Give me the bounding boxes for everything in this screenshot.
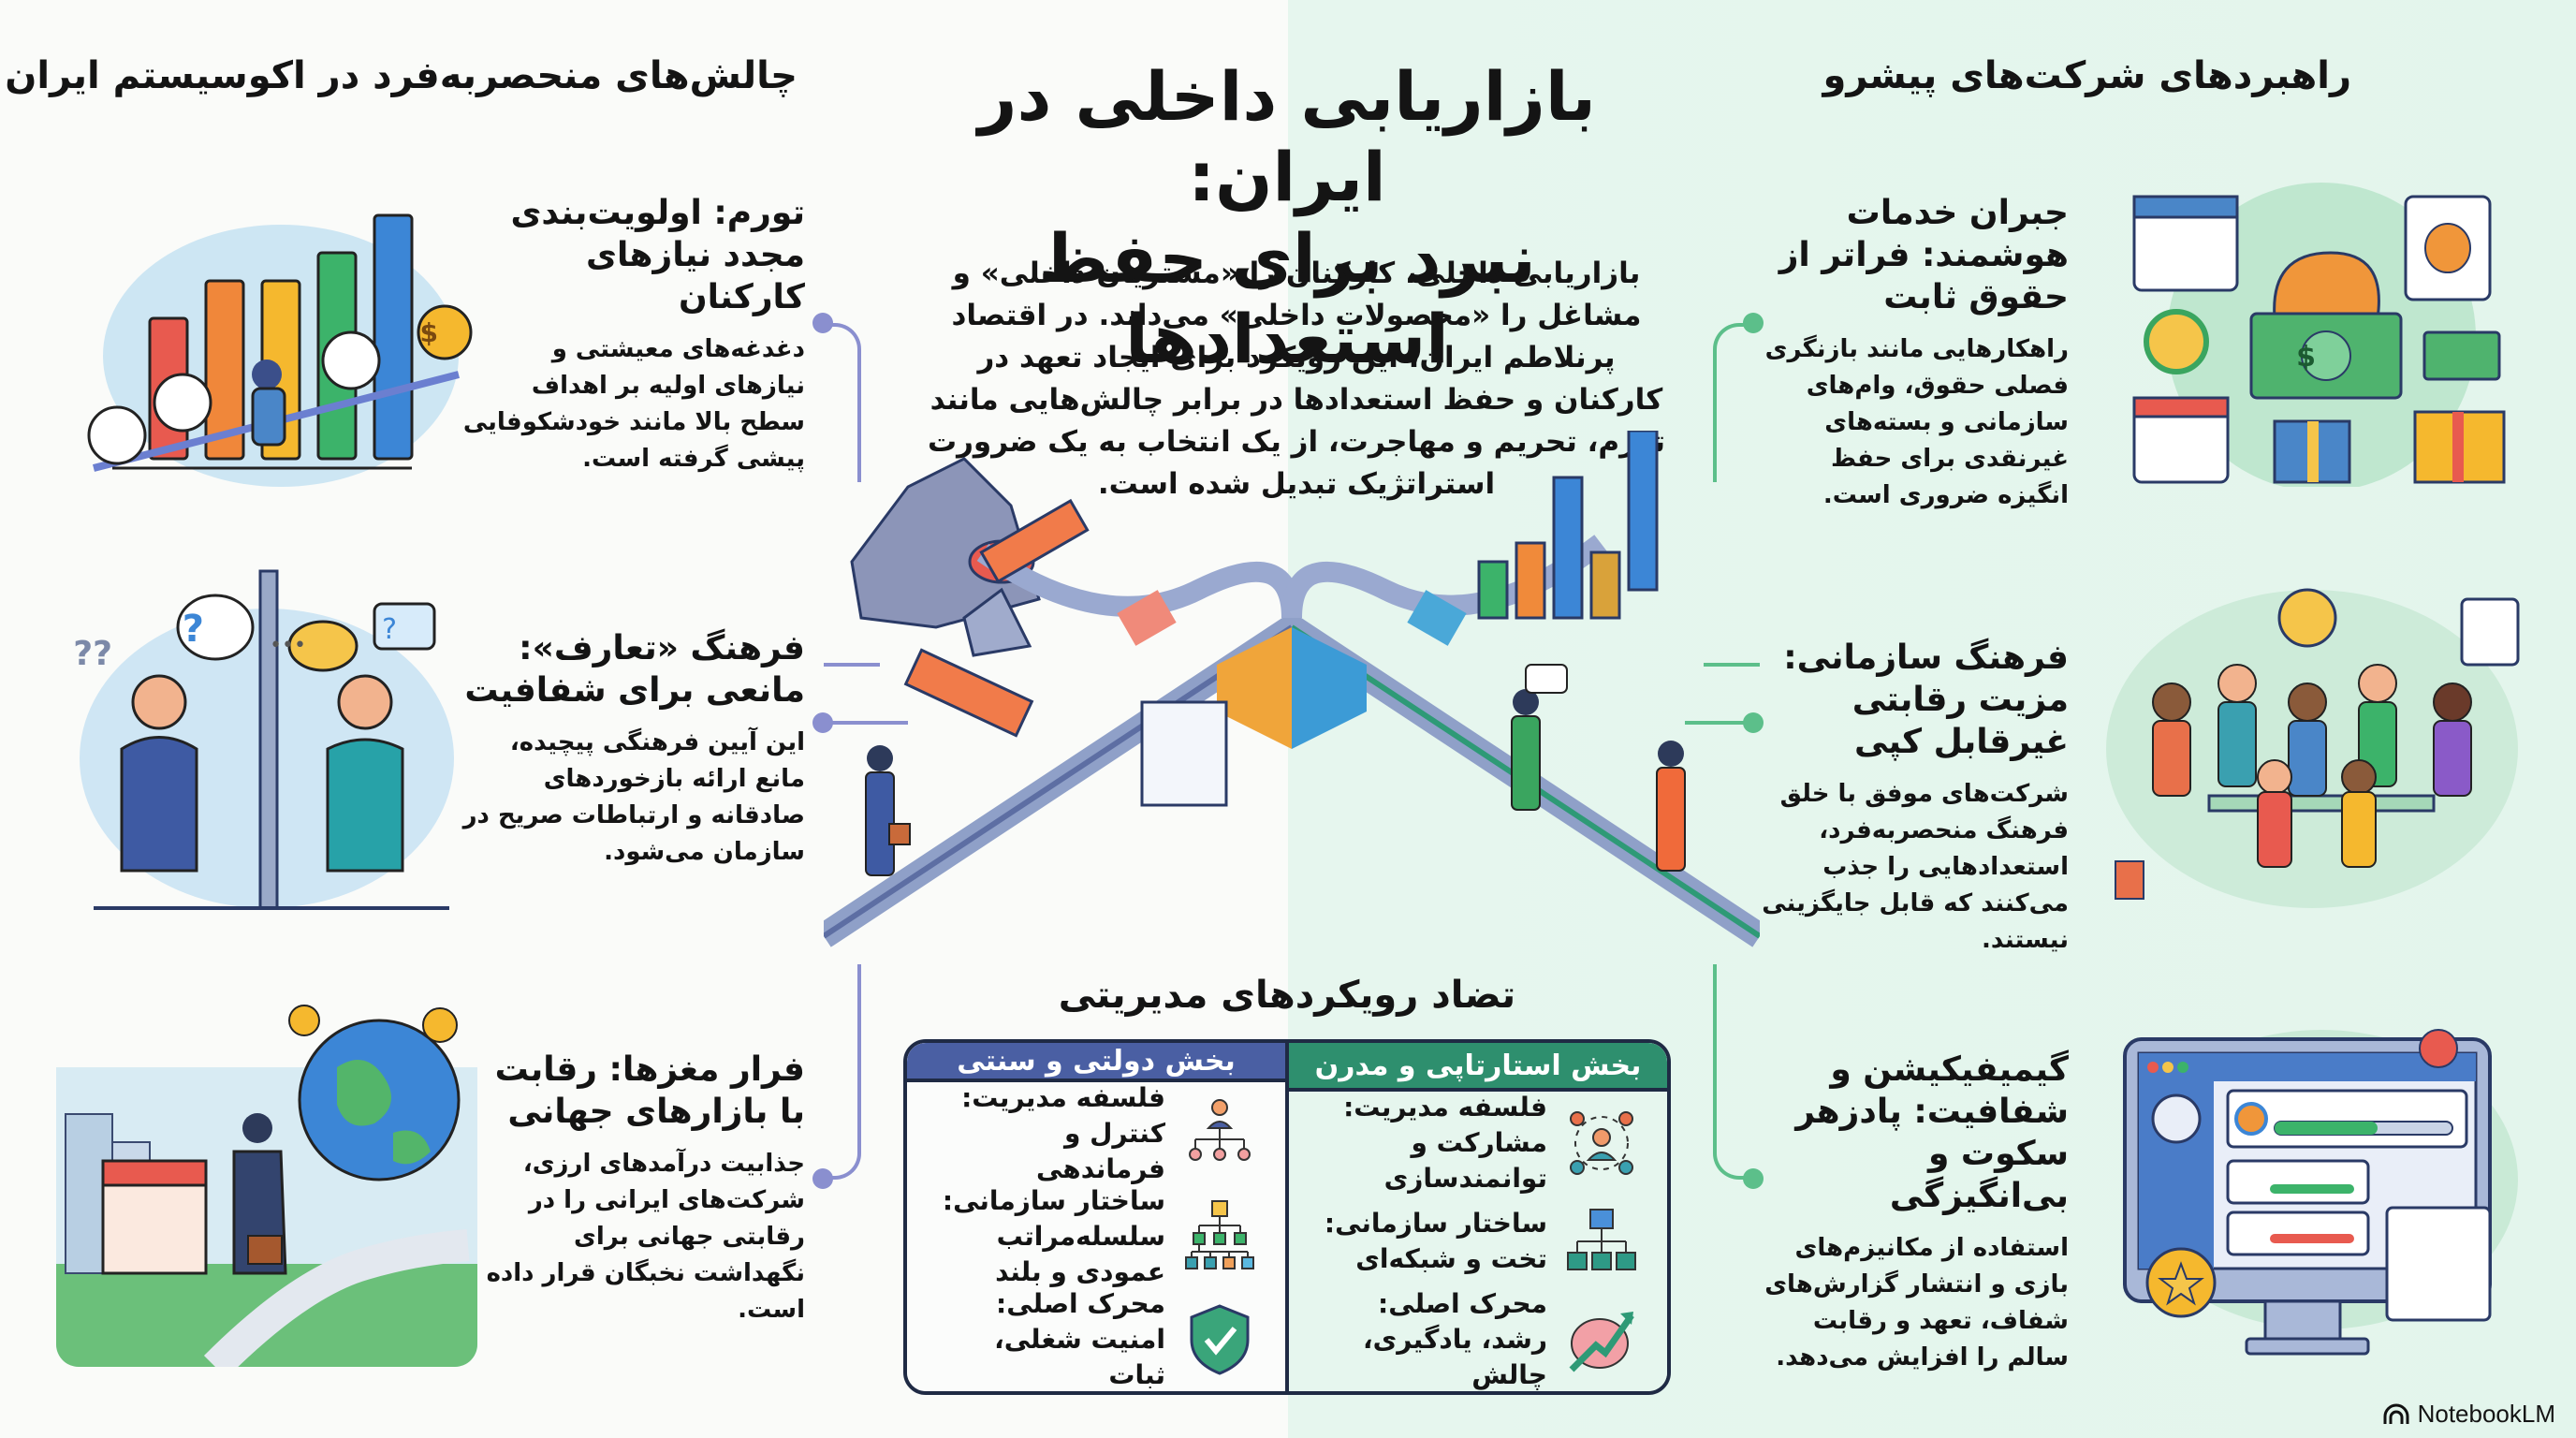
title-line-2: نبرد برای حفظ استعدادها — [1038, 218, 1536, 379]
strategy-card-compensation: جبران خدمات هوشمند: فراتر از حقوق ثابت ر… — [1760, 192, 2069, 514]
gamified-dashboard-icon — [2123, 1029, 2518, 1356]
modern-row-structure: ساختار سازمانی: تخت و شبکه‌ای — [1289, 1195, 1667, 1288]
team-circle-icon — [1570, 1111, 1633, 1175]
connector-line-2 — [824, 721, 908, 725]
illustration-taarof: ? ••• ? ?? — [66, 562, 468, 917]
card-body: استفاده از مکانیزم‌های بازی و انتشار گزا… — [1764, 1234, 2069, 1372]
notebooklm-logo-icon — [2383, 1403, 2409, 1424]
globe-brain-drain-icon — [56, 1005, 477, 1367]
modern-row-philosophy: فلسفه مدیریت: مشارکت و توانمندسازی — [1289, 1092, 1667, 1195]
row-label: ساختار سازمانی: — [1324, 1208, 1547, 1240]
traditional-sector-column: بخش دولتی و سنتی فلسفه مدیریت: کنترل و ف… — [907, 1043, 1289, 1391]
illustration-team-culture — [2087, 562, 2537, 917]
notebooklm-logo: NotebookLM — [2382, 1400, 2555, 1429]
connector-line-6 — [1713, 964, 1750, 1180]
row-value: رشد، یادگیری، چالش — [1362, 1324, 1547, 1390]
title-line-1: بازاریابی داخلی در ایران: — [978, 57, 1596, 217]
card-title: تورم: اولویت‌بندی مجدد نیازهای کارکنان — [510, 194, 805, 316]
row-label: محرک اصلی: — [996, 1288, 1165, 1320]
row-label: فلسفه مدیریت: — [961, 1082, 1165, 1114]
row-label: ساختار سازمانی: — [942, 1185, 1165, 1217]
traditional-row-philosophy: فلسفه مدیریت: کنترل و فرماندهی — [907, 1082, 1285, 1185]
traditional-sector-header: بخش دولتی و سنتی — [907, 1043, 1285, 1082]
card-title: گیمیفیکیشن و شفافیت: پادزهر سکوت و بی‌ان… — [1795, 1050, 2069, 1215]
connector-line-1 — [824, 323, 861, 482]
strategy-card-culture: فرهنگ سازمانی: مزیت رقابتی غیرقابل کپی ش… — [1760, 637, 2069, 959]
brain-growth-icon — [1569, 1312, 1634, 1372]
illustration-gamification — [2106, 1020, 2537, 1376]
connector-dot-2 — [812, 712, 833, 733]
center-bridges-illustration — [816, 429, 1767, 974]
connector-dot-3 — [812, 1168, 833, 1189]
card-title: فرهنگ سازمانی: مزیت رقابتی غیرقابل کپی — [1783, 638, 2069, 761]
svg-text:?: ? — [382, 613, 397, 646]
illustration-brain-drain — [56, 964, 477, 1367]
row-label: محرک اصلی: — [1378, 1288, 1547, 1320]
row-value: امنیت شغلی، ثبات — [994, 1324, 1165, 1390]
connector-line-5 — [1685, 721, 1750, 725]
card-body: شرکت‌های موفق با خلق فرهنگ منحصربه‌فرد، … — [1762, 780, 2069, 954]
modern-row-driver: محرک اصلی: رشد، یادگیری، چالش — [1289, 1288, 1667, 1391]
compensation-package-icon: $ — [2132, 183, 2506, 492]
card-title: فرار مغزها: رقابت با بازارهای جهانی — [494, 1050, 805, 1131]
rising-costs-chart-icon: $ — [87, 213, 473, 487]
challenge-card-taarof: فرهنگ «تعارف»: مانعی برای شفافیت این آیی… — [459, 627, 805, 871]
svg-text:•••: ••• — [270, 634, 306, 657]
connector-line-3 — [824, 964, 861, 1180]
row-value: تخت و شبکه‌ای — [1355, 1243, 1547, 1274]
svg-text:$: $ — [420, 317, 438, 348]
connector-line-4 — [1713, 323, 1750, 482]
row-label: فلسفه مدیریت: — [1343, 1092, 1547, 1123]
connector-dot-6 — [1743, 1168, 1764, 1189]
diverging-bridges-icon — [816, 429, 1767, 947]
right-section-title: راهبردهای شرکت‌های پیشرو — [1822, 54, 2351, 97]
boss-hierarchy-icon — [1189, 1099, 1251, 1161]
illustration-compensation: $ — [2115, 178, 2527, 492]
row-value: کنترل و فرماندهی — [1035, 1118, 1165, 1184]
tall-org-chart-icon — [1185, 1200, 1254, 1269]
card-body: این آیین فرهنگی پیچیده، مانع ارائه بازخو… — [462, 728, 805, 866]
row-value: مشارکت و توانمندسازی — [1383, 1127, 1547, 1194]
svg-text:??: ?? — [73, 635, 112, 673]
connector-dot-1 — [812, 313, 833, 333]
comparison-title: تضاد رویکردهای مدیریتی — [1058, 974, 1516, 1017]
row-value: سلسله‌مراتب عمودی و بلند — [995, 1221, 1165, 1287]
left-section-title: چالش‌های منحصربه‌فرد در اکوسیستم ایران — [5, 54, 798, 97]
page-title: بازاریابی داخلی در ایران: نبرد برای حفظ … — [899, 56, 1676, 380]
svg-text:?: ? — [183, 608, 204, 651]
two-people-wall-icon: ? ••• ? ?? — [73, 569, 454, 910]
svg-text:$: $ — [2296, 341, 2316, 374]
card-body: راهکارهایی مانند بازنگری فصلی حقوق، وام‌… — [1764, 335, 2069, 509]
connector-dot-5 — [1743, 712, 1764, 733]
logo-text: NotebookLM — [2417, 1400, 2555, 1428]
modern-sector-column: بخش استارتاپی و مدرن فلسفه مدیریت: مشارک… — [1289, 1043, 1667, 1391]
team-collaboration-icon — [2106, 588, 2520, 908]
intro-paragraph: بازاریابی داخلی، کارکنان را «مشتریان داخ… — [927, 257, 1666, 501]
illustration-inflation: $ — [66, 187, 477, 496]
card-body: دغدغه‌های معیشتی و نیازهای اولیه بر اهدا… — [462, 335, 805, 473]
challenge-card-inflation: تورم: اولویت‌بندی مجدد نیازهای کارکنان د… — [459, 192, 805, 477]
strategy-card-gamification: گیمیفیکیشن و شفافیت: پادزهر سکوت و بی‌ان… — [1760, 1049, 2069, 1376]
card-title: جبران خدمات هوشمند: فراتر از حقوق ثابت — [1778, 194, 2069, 316]
card-title: فرهنگ «تعارف»: مانعی برای شفافیت — [464, 629, 805, 710]
challenge-card-brain-drain: فرار مغزها: رقابت با بازارهای جهانی جذاب… — [459, 1049, 805, 1328]
traditional-row-structure: ساختار سازمانی: سلسله‌مراتب عمودی و بلند — [907, 1185, 1285, 1288]
flat-org-chart-icon — [1567, 1209, 1636, 1270]
connector-dot-4 — [1743, 313, 1764, 333]
shield-check-icon — [1190, 1304, 1250, 1375]
card-body: جذابیت درآمدهای ارزی، شرکت‌های ایرانی را… — [486, 1150, 805, 1324]
traditional-row-driver: محرک اصلی: امنیت شغلی، ثبات — [907, 1288, 1285, 1391]
comparison-table: بخش استارتاپی و مدرن فلسفه مدیریت: مشارک… — [903, 1039, 1671, 1395]
modern-sector-header: بخش استارتاپی و مدرن — [1289, 1043, 1667, 1092]
